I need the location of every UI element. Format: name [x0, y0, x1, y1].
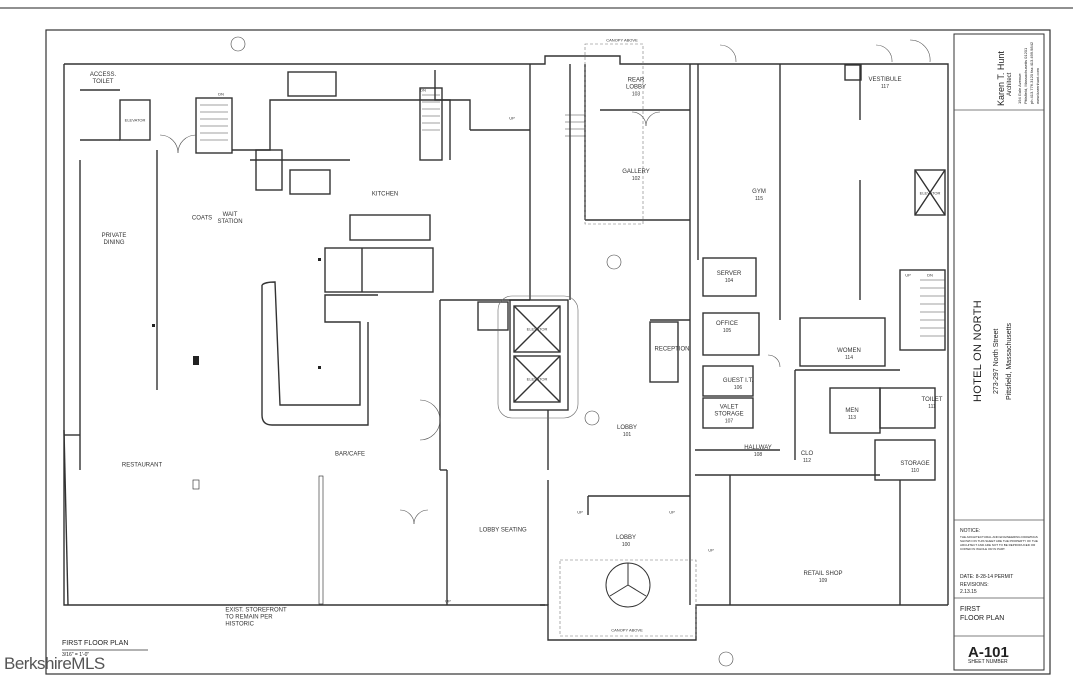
stairs	[200, 94, 945, 337]
dn-label-east-stair: DN	[927, 272, 933, 278]
up-label-east-stair: UP	[905, 272, 911, 278]
revision-1: 2.13.15	[960, 589, 977, 595]
up-label-retail: UP	[708, 547, 714, 553]
room-lobby-seating: LOBBY SEATING	[479, 527, 527, 534]
room-elevator-east: ELEVATOR	[919, 190, 941, 196]
architect-address-1: 194 Gale Avenue	[1017, 73, 1022, 104]
columns	[152, 258, 324, 605]
sheet-number-label: SHEET NUMBER	[968, 659, 1008, 665]
canopy-above-top-label: CANOPY ABOVE	[606, 37, 638, 43]
canopy-outline-bottom	[559, 559, 697, 637]
title-block-frame	[953, 33, 1045, 671]
architect-title: Architect	[1007, 72, 1013, 96]
revisions-label: REVISIONS:	[960, 582, 989, 588]
room-reception: RECEPTION	[654, 346, 690, 353]
room-elevator-west: ELEVATOR	[124, 117, 146, 123]
room-restaurant: RESTAURANT	[121, 462, 163, 469]
architect-name: Karen T. Hunt	[996, 51, 1006, 106]
dn-label-kitchen-stair: DN	[420, 87, 426, 93]
dn-label-west-stair: DN	[218, 91, 224, 97]
up-label-lobby: UP	[577, 509, 583, 515]
architect-contact: ph 413.776.3120 fax 413.499.9842	[1029, 41, 1034, 104]
notice-heading: NOTICE:	[960, 528, 981, 534]
project-address: 273-297 North Street	[993, 328, 1000, 394]
date-label: DATE: 8-28-14 PERMIT	[960, 574, 1014, 580]
notice-text: THE ARCHITECTURAL AND ENGINEERING DRAWIN…	[960, 535, 1038, 551]
project-name: HOTEL ON NORTH	[972, 300, 984, 402]
architect-address-2: Pittsfield, Massachusetts 01201	[1023, 47, 1028, 104]
canopy-outline-top	[584, 43, 644, 225]
room-guest-lt: GUEST I.T.106	[722, 378, 754, 391]
door-swings	[159, 39, 931, 525]
canopy-above-bottom-label: CANOPY ABOVE	[611, 627, 643, 633]
core-outline	[497, 295, 579, 419]
storefront-note: EXIST. STOREFRONT TO REMAIN PER HISTORIC	[225, 607, 287, 628]
up-label-bar: UP	[445, 598, 451, 604]
revolving-door	[605, 562, 651, 608]
room-access-toilet: ACCESS. TOILET	[89, 72, 117, 85]
project-city: Pittsfield, Massachusetts	[1006, 322, 1013, 400]
berkshire-mls-logo: BerkshireMLS	[4, 654, 105, 673]
room-kitchen: KITCHEN	[371, 191, 399, 198]
drawing-title: FIRST FLOOR PLAN	[62, 640, 129, 647]
room-elevator-2: ELEVATOR	[526, 376, 548, 382]
building-walls	[63, 55, 949, 641]
sheet-title: FIRST FLOOR PLAN	[960, 606, 1005, 622]
up-label-lobby-east: UP	[669, 509, 675, 515]
section-markers	[230, 36, 734, 667]
sheet-border	[45, 29, 1051, 675]
room-coats: COATS	[191, 215, 213, 222]
room-private-dining: PRIVATE DINING	[101, 233, 127, 246]
room-wait-station: WAIT STATION	[217, 212, 243, 225]
sheet-number: A-101	[968, 644, 1009, 661]
room-elevator-1: ELEVATOR	[526, 326, 548, 332]
up-label-kitchen: UP	[509, 115, 515, 121]
architect-web: www.karenhunt.com	[1035, 67, 1040, 104]
drawing-scale: 3/16" = 1'-0"	[62, 652, 90, 658]
room-bar-cafe: BAR/CAFE	[334, 451, 366, 458]
